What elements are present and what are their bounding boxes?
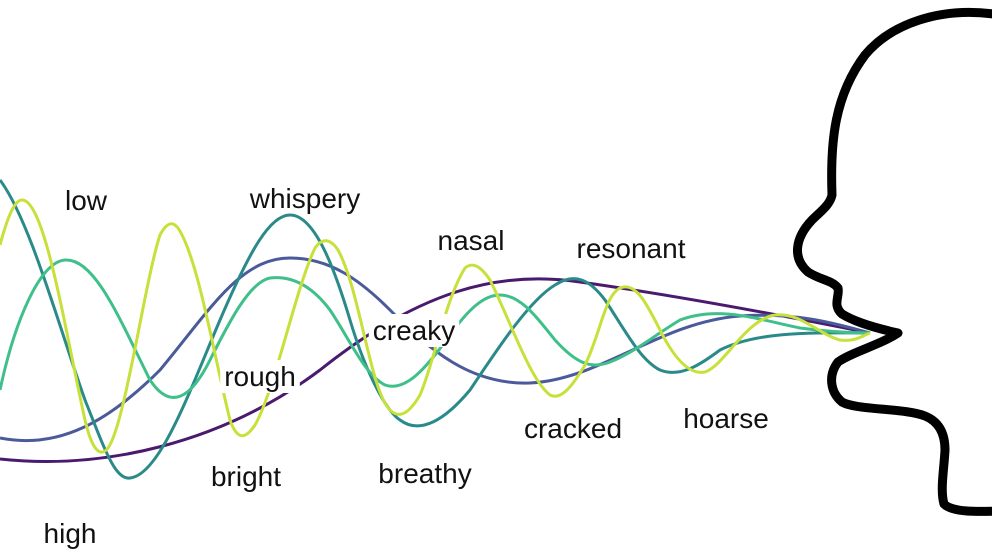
sound-wave-teal [0, 179, 871, 480]
label-creaky: creaky [373, 315, 455, 346]
label-breathy: breathy [378, 458, 471, 489]
label-high: high [44, 518, 97, 549]
voice-quality-labels: low high whispery rough bright creaky breathy n… [44, 183, 769, 549]
label-bright: bright [211, 461, 281, 492]
head-silhouette-icon [793, 7, 992, 516]
label-whispery: whispery [249, 183, 360, 214]
label-rough-backdrop [220, 360, 300, 393]
sound-waves [0, 179, 871, 480]
sound-wave-purple [0, 277, 871, 463]
label-nasal: nasal [438, 225, 505, 256]
label-low: low [65, 185, 108, 216]
label-hoarse: hoarse [683, 403, 769, 434]
label-creaky-backdrop [368, 314, 460, 347]
label-resonant: resonant [577, 233, 686, 264]
label-rough: rough [224, 361, 296, 392]
sound-wave-yellow [0, 198, 871, 454]
label-cracked: cracked [524, 413, 622, 444]
